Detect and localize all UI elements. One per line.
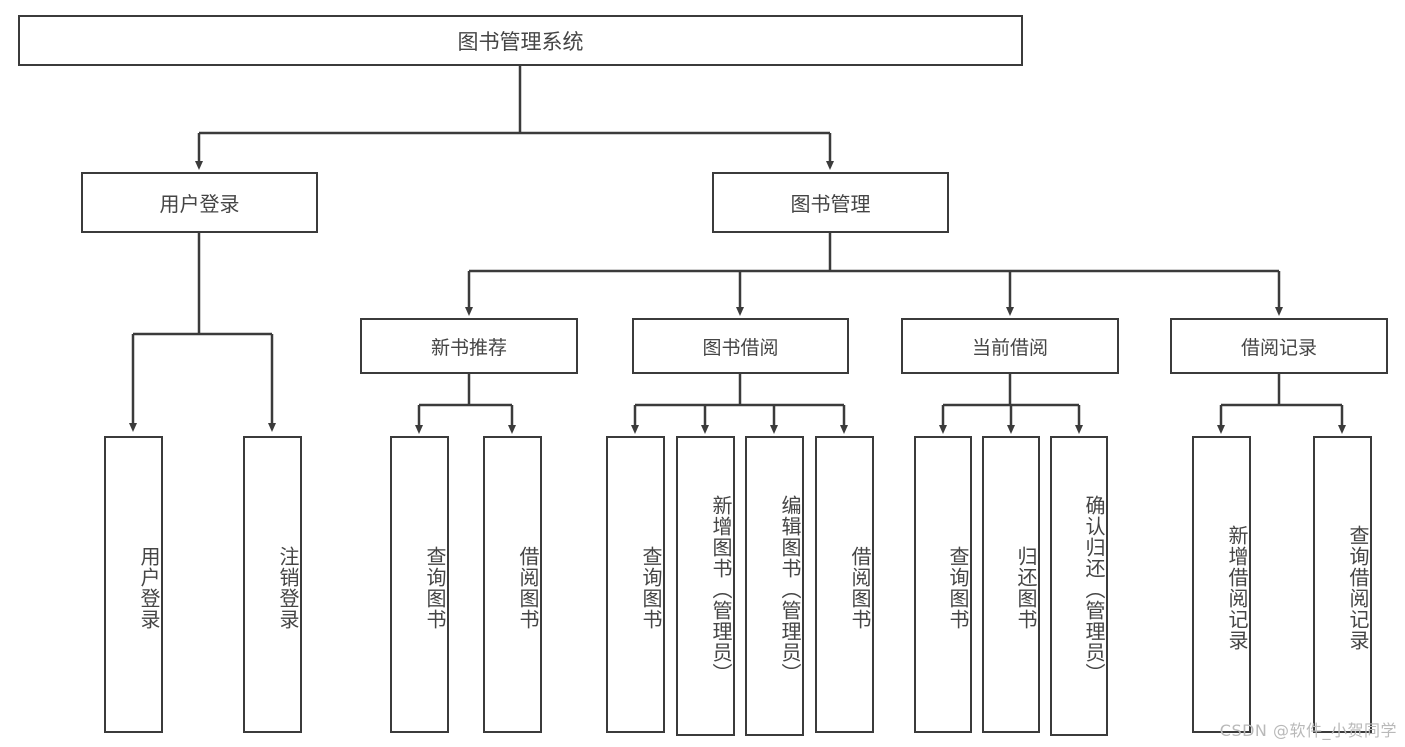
node-label: 当前借阅 bbox=[971, 336, 1048, 359]
node-user-login[interactable]: 用户登录 bbox=[81, 172, 318, 233]
node-book-borrow[interactable]: 图书借阅 bbox=[632, 318, 849, 374]
node-label: 借阅记录 bbox=[1240, 336, 1317, 359]
node-label: 借阅图书 bbox=[516, 545, 540, 630]
leaf-borrow-query-book[interactable]: 查询图书 bbox=[606, 436, 665, 733]
leaf-user-login-login[interactable]: 用户登录 bbox=[104, 436, 163, 733]
node-label: 新书推荐 bbox=[430, 336, 507, 359]
leaf-record-add[interactable]: 新增借阅记录 bbox=[1192, 436, 1251, 733]
node-label: 新增图书（管理员） bbox=[709, 494, 733, 684]
node-label: 借阅图书 bbox=[848, 545, 872, 630]
node-label: 查询图书 bbox=[423, 545, 447, 630]
node-borrow-record[interactable]: 借阅记录 bbox=[1170, 318, 1388, 374]
node-label: 图书管理系统 bbox=[457, 29, 584, 54]
node-label: 查询图书 bbox=[946, 545, 970, 630]
node-label: 确认归还（管理员） bbox=[1082, 494, 1106, 684]
node-label: 注销登录 bbox=[276, 545, 300, 630]
node-label: 用户登录 bbox=[159, 192, 240, 216]
leaf-new-book-borrow[interactable]: 借阅图书 bbox=[483, 436, 542, 733]
leaf-current-query-book[interactable]: 查询图书 bbox=[914, 436, 972, 733]
leaf-borrow-borrow-book[interactable]: 借阅图书 bbox=[815, 436, 874, 733]
leaf-borrow-add-book[interactable]: 新增图书（管理员） bbox=[676, 436, 735, 736]
node-label: 查询借阅记录 bbox=[1346, 524, 1370, 651]
leaf-borrow-edit-book[interactable]: 编辑图书（管理员） bbox=[745, 436, 804, 736]
node-label: 图书管理 bbox=[790, 192, 871, 216]
node-label: 归还图书 bbox=[1014, 545, 1038, 630]
leaf-record-query[interactable]: 查询借阅记录 bbox=[1313, 436, 1372, 733]
node-label: 查询图书 bbox=[639, 545, 663, 630]
node-label: 编辑图书（管理员） bbox=[778, 494, 802, 684]
node-new-book-recommend[interactable]: 新书推荐 bbox=[360, 318, 578, 374]
node-label: 新增借阅记录 bbox=[1225, 524, 1249, 651]
node-label: 用户登录 bbox=[137, 545, 161, 630]
watermark: CSDN @软件_小贺同学 bbox=[1219, 721, 1397, 740]
leaf-current-return-book[interactable]: 归还图书 bbox=[982, 436, 1040, 733]
node-current-borrow[interactable]: 当前借阅 bbox=[901, 318, 1119, 374]
leaf-current-confirm-return[interactable]: 确认归还（管理员） bbox=[1050, 436, 1108, 736]
leaf-user-login-logout[interactable]: 注销登录 bbox=[243, 436, 302, 733]
leaf-new-book-query[interactable]: 查询图书 bbox=[390, 436, 449, 733]
node-root-system[interactable]: 图书管理系统 bbox=[18, 15, 1023, 66]
node-book-management[interactable]: 图书管理 bbox=[712, 172, 949, 233]
node-label: 图书借阅 bbox=[702, 336, 779, 359]
